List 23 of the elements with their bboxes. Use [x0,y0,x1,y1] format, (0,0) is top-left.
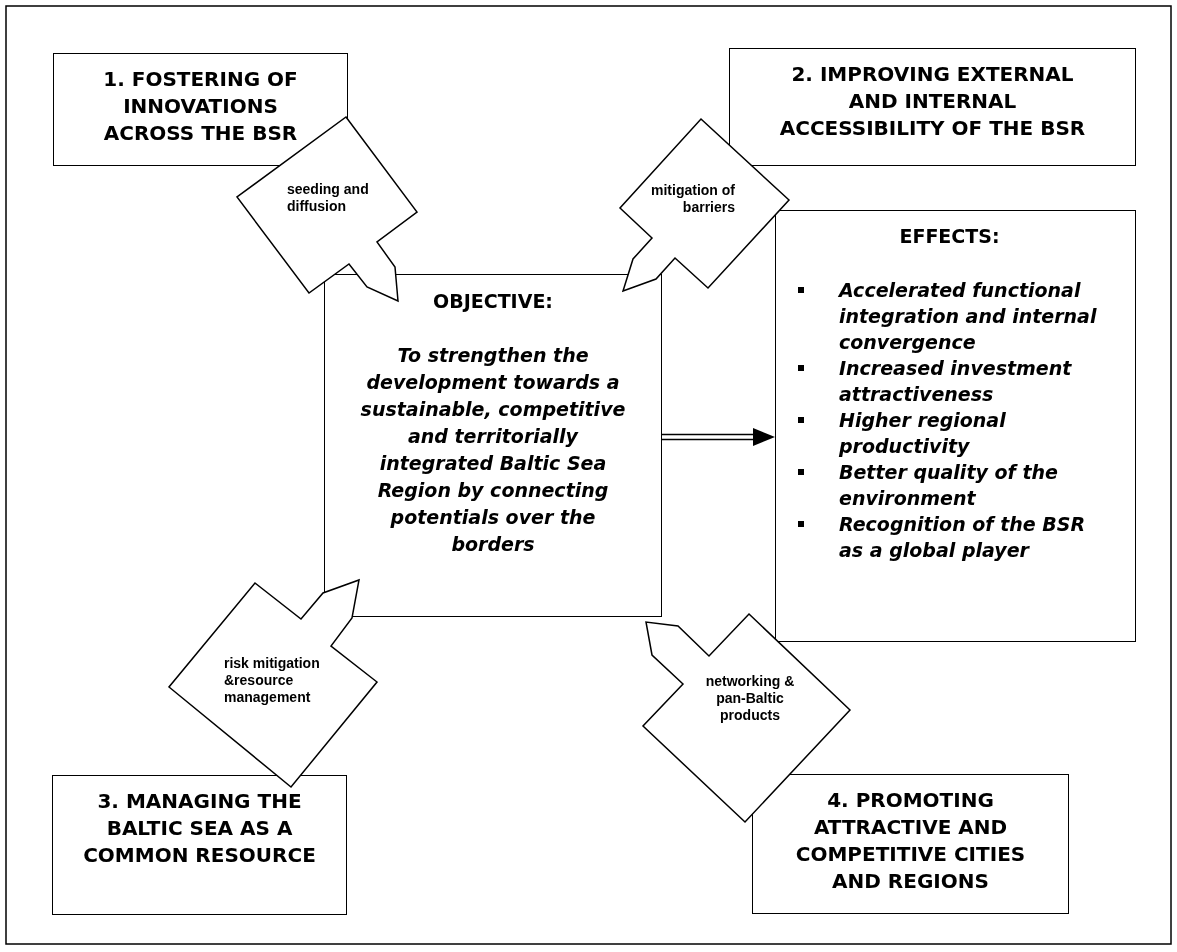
callout-text: seeding and diffusion [287,181,370,215]
objective-box [324,274,662,617]
callout-text: risk mitigation &resource management [224,655,321,706]
effect-item: Accelerated functional integration and internal convergence [839,278,1098,355]
category-box [752,774,1069,914]
callout-text: mitigation of barriers [650,182,735,216]
effects-box [775,210,1136,642]
category-title: 4. PROMOTING ATTRACTIVE AND COMPETITIVE CITIES AND REGIONS [794,787,1027,895]
category-title: 1. FOSTERING OF INNOVATIONS ACROSS THE BSR [102,66,299,147]
effect-item: Higher regional productivity [839,408,1007,459]
category-box [729,48,1136,166]
effect-item: Recognition of the BSR as a global player [839,512,1087,563]
effect-item: Increased investment attractiveness [839,356,1073,407]
effect-item: Better quality of the environment [839,460,1059,511]
category-title: 2. IMPROVING EXTERNAL AND INTERNAL ACCESSIBILITY OF THE BSR [778,61,1087,142]
category-box [53,53,348,166]
box-heading: OBJECTIVE: [433,289,553,314]
category-title: 3. MANAGING THE BALTIC SEA AS A COMMON RESOURCE [83,788,316,869]
double-arrow [661,428,775,446]
category-box [52,775,347,915]
callout-text: networking & pan-Baltic products [704,673,796,724]
box-heading: EFFECTS: [898,224,1001,249]
objective-text: To strengthen the development towards a sustainable, competitive and territorially integrated Baltic Sea Region by connecting potentials over the borders [359,343,627,557]
